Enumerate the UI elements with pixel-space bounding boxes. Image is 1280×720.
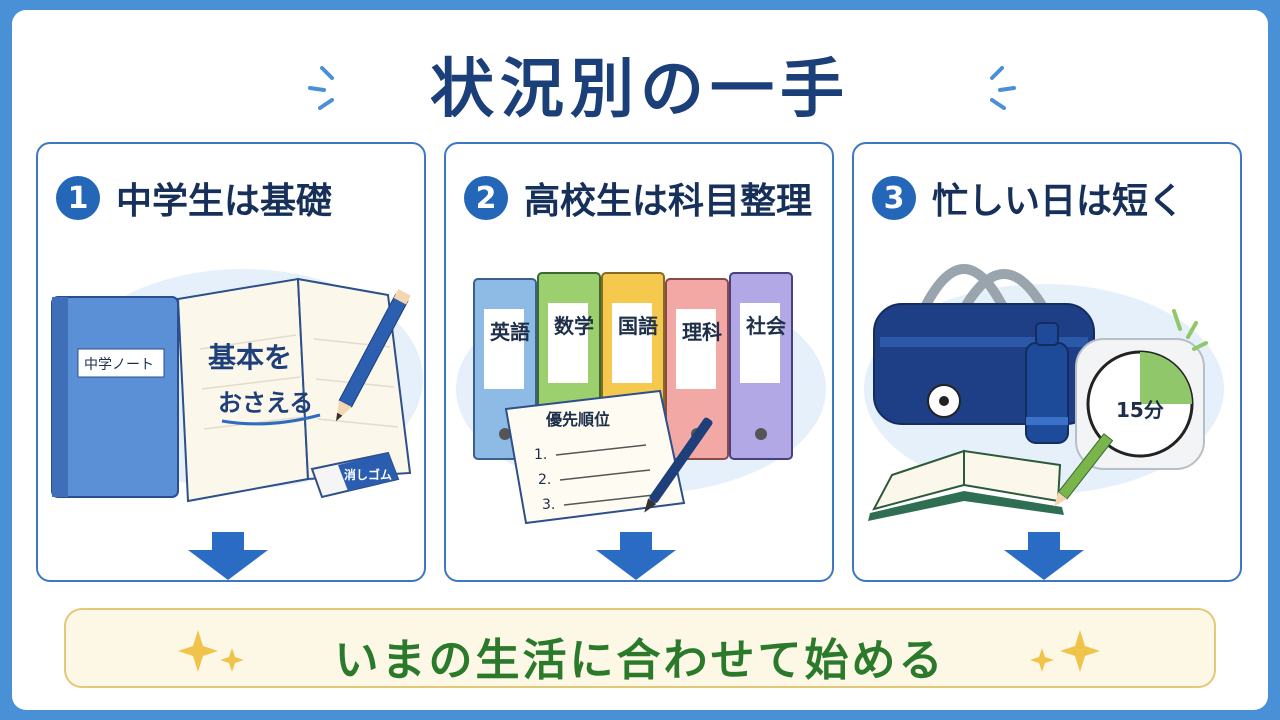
page-title: 状況別の一手 (430, 53, 850, 127)
banner-message: いまの生活に合わせて始める (334, 635, 946, 686)
panel-heading: 高校生は科目整理 (524, 181, 813, 222)
panel-heading: 忙しい日は短く (932, 181, 1185, 222)
priority-list-sheet: 優先順位 1. 2. 3. (504, 389, 686, 525)
title-spark-left-icon (308, 66, 334, 110)
page-text-line1: 基本を (208, 341, 292, 374)
svg-text:2.: 2. (538, 472, 551, 488)
panel-header: 2 高校生は科目整理 (464, 172, 812, 224)
down-arrow-icon (1004, 532, 1084, 580)
bottom-banner: いまの生活に合わせて始める (64, 608, 1216, 688)
panel-high-school: 2 高校生は科目整理 英語 数学 国語 (444, 142, 834, 582)
binder-science: 理科 (665, 278, 729, 460)
notebook-label: 中学ノート (84, 357, 154, 373)
notebook-illustration: 基本を おさえる 中学ノート 消しゴム (51, 269, 423, 503)
panel-header: 3 忙しい日は短く (872, 172, 1184, 224)
open-book-icon (868, 449, 1064, 521)
step-number-badge: 2 (464, 176, 508, 220)
timer-label: 15分 (1116, 398, 1164, 422)
down-arrow-icon (188, 532, 268, 580)
svg-text:英語: 英語 (490, 320, 530, 344)
svg-text:国語: 国語 (618, 314, 658, 338)
panel-heading: 中学生は基礎 (116, 181, 333, 222)
page-text-line2: おさえる (218, 389, 313, 417)
sparkle-left-icon (178, 630, 244, 672)
binder-social: 社会 (729, 272, 793, 460)
busy-day-illustration: 15分 (864, 264, 1224, 521)
panel-busy-day: 3 忙しい日は短く (852, 142, 1242, 582)
green-pencil-icon (1054, 433, 1114, 507)
pencil-icon (336, 289, 411, 422)
step-number-badge: 1 (56, 176, 100, 220)
svg-text:社会: 社会 (745, 314, 786, 338)
sparkle-right-icon (1030, 630, 1100, 672)
step-number-badge: 3 (872, 176, 916, 220)
pen-icon (644, 417, 713, 513)
down-arrow-icon (596, 532, 676, 580)
panel-header: 1 中学生は基礎 (56, 172, 332, 224)
svg-text:3.: 3. (542, 497, 555, 513)
eraser-label: 消しゴム (344, 467, 392, 482)
panel-junior-high: 1 中学生は基礎 基本を おさえる 中学ノート (36, 142, 426, 582)
binders-illustration: 英語 数学 国語 理科 (456, 272, 826, 525)
eraser-icon: 消しゴム (310, 451, 400, 499)
svg-text:理科: 理科 (682, 320, 722, 344)
svg-text:数学: 数学 (554, 314, 594, 338)
main-frame: 状況別の一手 1 中学生は基礎 基本を おさえる 中学ノート (12, 10, 1268, 710)
water-bottle-icon (1025, 322, 1069, 444)
svg-text:優先順位: 優先順位 (545, 410, 610, 429)
title-spark-right-icon (990, 66, 1016, 110)
svg-text:1.: 1. (534, 447, 547, 463)
